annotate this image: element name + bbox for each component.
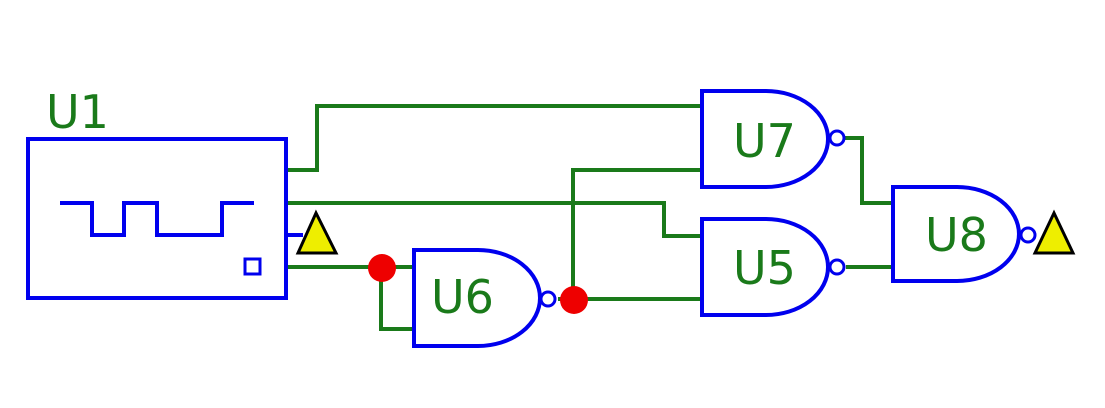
wires xyxy=(287,104,893,331)
probe-triangle-icon-u1[interactable] xyxy=(295,209,339,255)
junction-u6-output-dot[interactable] xyxy=(560,286,588,314)
u7-label: U7 xyxy=(733,114,796,168)
u7-body xyxy=(700,89,830,189)
junction-u6-inputs-dot[interactable] xyxy=(368,254,396,282)
u5-label: U5 xyxy=(733,241,796,295)
wire-u6-out-to-u7-in2[interactable] xyxy=(571,168,700,299)
u6-label: U6 xyxy=(431,270,494,324)
u5-body xyxy=(700,217,830,317)
u1-body xyxy=(26,137,288,300)
u5-nand-gate[interactable]: U5 xyxy=(700,217,846,317)
u1-square-indicator xyxy=(243,257,262,276)
u5-inversion-bubble xyxy=(828,258,846,276)
u7-nand-gate[interactable]: U7 xyxy=(700,89,846,189)
u8-nand-gate[interactable]: U8 xyxy=(891,185,1037,283)
square-wave-icon xyxy=(60,201,254,237)
probe-triangle-icon-u8[interactable] xyxy=(1032,209,1076,255)
wire-u7-out-to-u8-in1[interactable] xyxy=(844,136,893,205)
u1-clock-generator[interactable]: U1 xyxy=(26,85,303,300)
u6-nand-gate[interactable]: U6 xyxy=(412,248,557,348)
u6-inversion-bubble xyxy=(539,290,557,308)
u7-inversion-bubble xyxy=(828,129,846,147)
wire-u1-to-u7-in1[interactable] xyxy=(287,104,700,172)
u8-label: U8 xyxy=(925,208,988,262)
u1-label: U1 xyxy=(46,85,109,139)
wire-u1-to-u5-in1[interactable] xyxy=(287,201,700,238)
u8-body xyxy=(891,185,1021,283)
u8-inversion-bubble xyxy=(1019,226,1037,244)
